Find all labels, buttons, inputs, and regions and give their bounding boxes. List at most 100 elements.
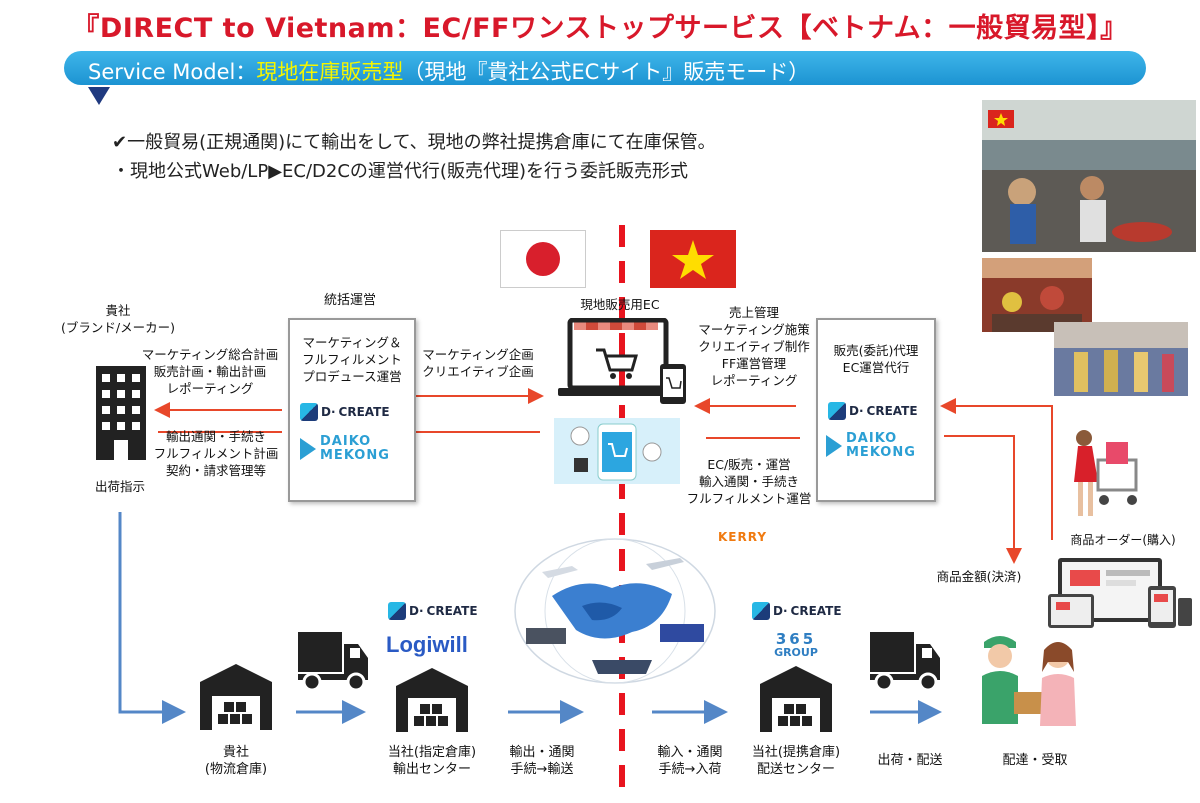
payment-label: 商品金額(決済) [936,569,1022,584]
marketing-plan-line: マーケティング企画 [422,347,534,362]
delivery-center-line: 配送センター [756,762,835,777]
import-step-line: 手続→入荷 [658,762,722,777]
delivery-center-label: 当社(提携倉庫) 配送センター [736,744,856,778]
agent-line: EC運営代行 [842,360,910,375]
daiko-text: DAIKO [320,434,372,449]
export-center-line: 当社(指定倉庫) [387,745,477,760]
service-model-band [64,51,1146,85]
shipping-instruction-label: 出荷指示 [94,479,145,494]
mekong-text: MEKONG [846,445,916,460]
dcreate-logo: D·CREATE [300,403,414,421]
central-operations-box: マーケティング＆ フルフィルメント プロデュース運営 D·CREATE DAIK… [288,318,416,502]
arrow-customer-to-agent [940,398,1053,540]
daiko-mark-icon [826,435,842,457]
description-bullets: ✔一般貿易(正規通関)にて輸出をして、現地の弊社提携倉庫にて在庫保管。 ・現地公… [112,128,716,186]
marketing-plan-line: クリエイティブ企画 [422,364,534,379]
market-photo-2 [982,258,1092,332]
export-step-line: 手続→輸送 [510,762,574,777]
arrow-shipping-instruction [118,512,186,724]
phone-cart-icon [554,418,680,484]
service-model-text: Service Model：現地在庫販売型（現地『貴社公式ECサイト』販売モード… [88,56,809,86]
client-warehouse-line: 貴社 [222,745,249,760]
agent-task: レポーティング [710,373,798,388]
logiwill-logo: Logiwill [386,632,468,657]
central-line: フルフィルメント [302,352,402,367]
dcreate-mark-icon [752,602,770,620]
agent-task: FF運営管理 [721,356,787,371]
central-header: 統括運営 [323,293,376,308]
marketing-plan-label: マーケティング企画 クリエイティブ企画 [418,346,538,380]
truck-icon [298,632,368,692]
group365-text: GROUP [774,646,818,659]
central-line: プロデュース運営 [302,369,402,384]
service-model-prefix: Service Model： [88,60,257,84]
agent-lines: 販売(委託)代理 EC運営代行 [818,342,934,376]
agent-task: クリエイティブ制作 [698,339,810,354]
bullet-2: ・現地公式Web/LP▶EC/D2Cの運営代行(販売代理)を行う委託販売形式 [112,161,688,182]
ship-label: 出荷・配送 [877,753,943,768]
dcreate-logo: D·CREATE [388,602,478,620]
building-icon [96,366,146,460]
client-name: 貴社 [105,303,131,318]
export-center-label: 当社(指定倉庫) 輸出センター [372,744,492,778]
agent-task: マーケティング施策 [698,322,810,337]
client-task: フルフィルメント計画 [153,446,279,461]
ec-label: 現地販売用EC [580,297,660,312]
market-photo-3 [1054,322,1188,396]
group365-number: 365 [775,630,817,648]
import-step-label: 輸入・通関 手続→入荷 [640,744,740,778]
export-center-line: 輸出センター [392,762,471,777]
client-task: 契約・請求管理等 [165,463,266,478]
client-warehouse-label: 貴社 (物流倉庫) [176,744,296,778]
dcreate-prefix: D· [321,405,336,419]
bullet-1: ✔一般貿易(正規通関)にて輸出をして、現地の弊社提携倉庫にて在庫保管。 [112,132,716,153]
agent-tasks-top: 売上管理 マーケティング施策 クリエイティブ制作 FF運営管理 レポーティング [694,304,814,389]
warehouse-icon [396,668,468,732]
delivery-center-line: 当社(提携倉庫) [751,745,841,760]
dcreate-logo: D·CREATE [828,402,934,420]
agent-task: 輸入通関・手続き [698,474,799,489]
daiko-text: DAIKO [846,431,898,446]
mekong-text: MEKONG [320,448,390,463]
dcreate-mark-icon [388,602,406,620]
arrow-agent-to-payment [944,435,1022,564]
client-task: 販売計画・輸出計画 [153,364,267,379]
order-label: 商品オーダー(購入) [1070,533,1176,547]
service-model-suffix: （現地『貴社公式ECサイト』販売モード） [403,60,810,84]
dcreate-mark-icon [828,402,846,420]
client-task: マーケティング総合計画 [141,347,279,362]
client-task: 輸出通関・手続き [165,429,266,444]
import-step-line: 輸入・通関 [657,745,723,760]
devices-icon [1048,558,1192,628]
page-title: 『DIRECT to Vietnam：EC/FFワンストップサービス【ベトナム：… [72,13,1128,44]
export-step-label: 輸出・通関 手続→輸送 [492,744,592,778]
dcreate-prefix: D· [773,604,788,618]
agent-task: EC/販売・運営 [707,457,791,472]
export-step-line: 輸出・通関 [509,745,575,760]
band-pointer-icon [88,87,110,105]
service-model-highlight: 現地在庫販売型 [256,60,404,84]
agent-tasks-bottom: EC/販売・運営 輸入通関・手続き フルフィルメント運営 [686,456,812,507]
delivery-people-icon [982,636,1076,726]
central-lines: マーケティング＆ フルフィルメント プロデュース運営 [290,334,414,385]
client-label: 貴社 (ブランド/メーカー) [58,302,178,336]
dcreate-text: CREATE [866,404,918,418]
daiko-mark-icon [300,438,316,460]
client-tasks-top: マーケティング総合計画 販売計画・輸出計画 レポーティング [140,346,280,397]
client-tasks-bottom: 輸出通関・手続き フルフィルメント計画 契約・請求管理等 [150,428,282,479]
client-task: レポーティング [166,381,254,396]
delivery-receive-label: 配達・受取 [1002,753,1068,768]
dcreate-logo: D·CREATE [752,602,842,620]
dcreate-prefix: D· [849,404,864,418]
warehouse-icon [760,666,832,732]
laptop-cart-icon [558,318,686,404]
warehouse-icon [200,664,272,730]
agent-task: 売上管理 [728,305,779,320]
vietnam-flag-icon [650,230,736,288]
globe-logistics-icon [514,538,716,684]
central-line: マーケティング＆ [302,335,402,350]
